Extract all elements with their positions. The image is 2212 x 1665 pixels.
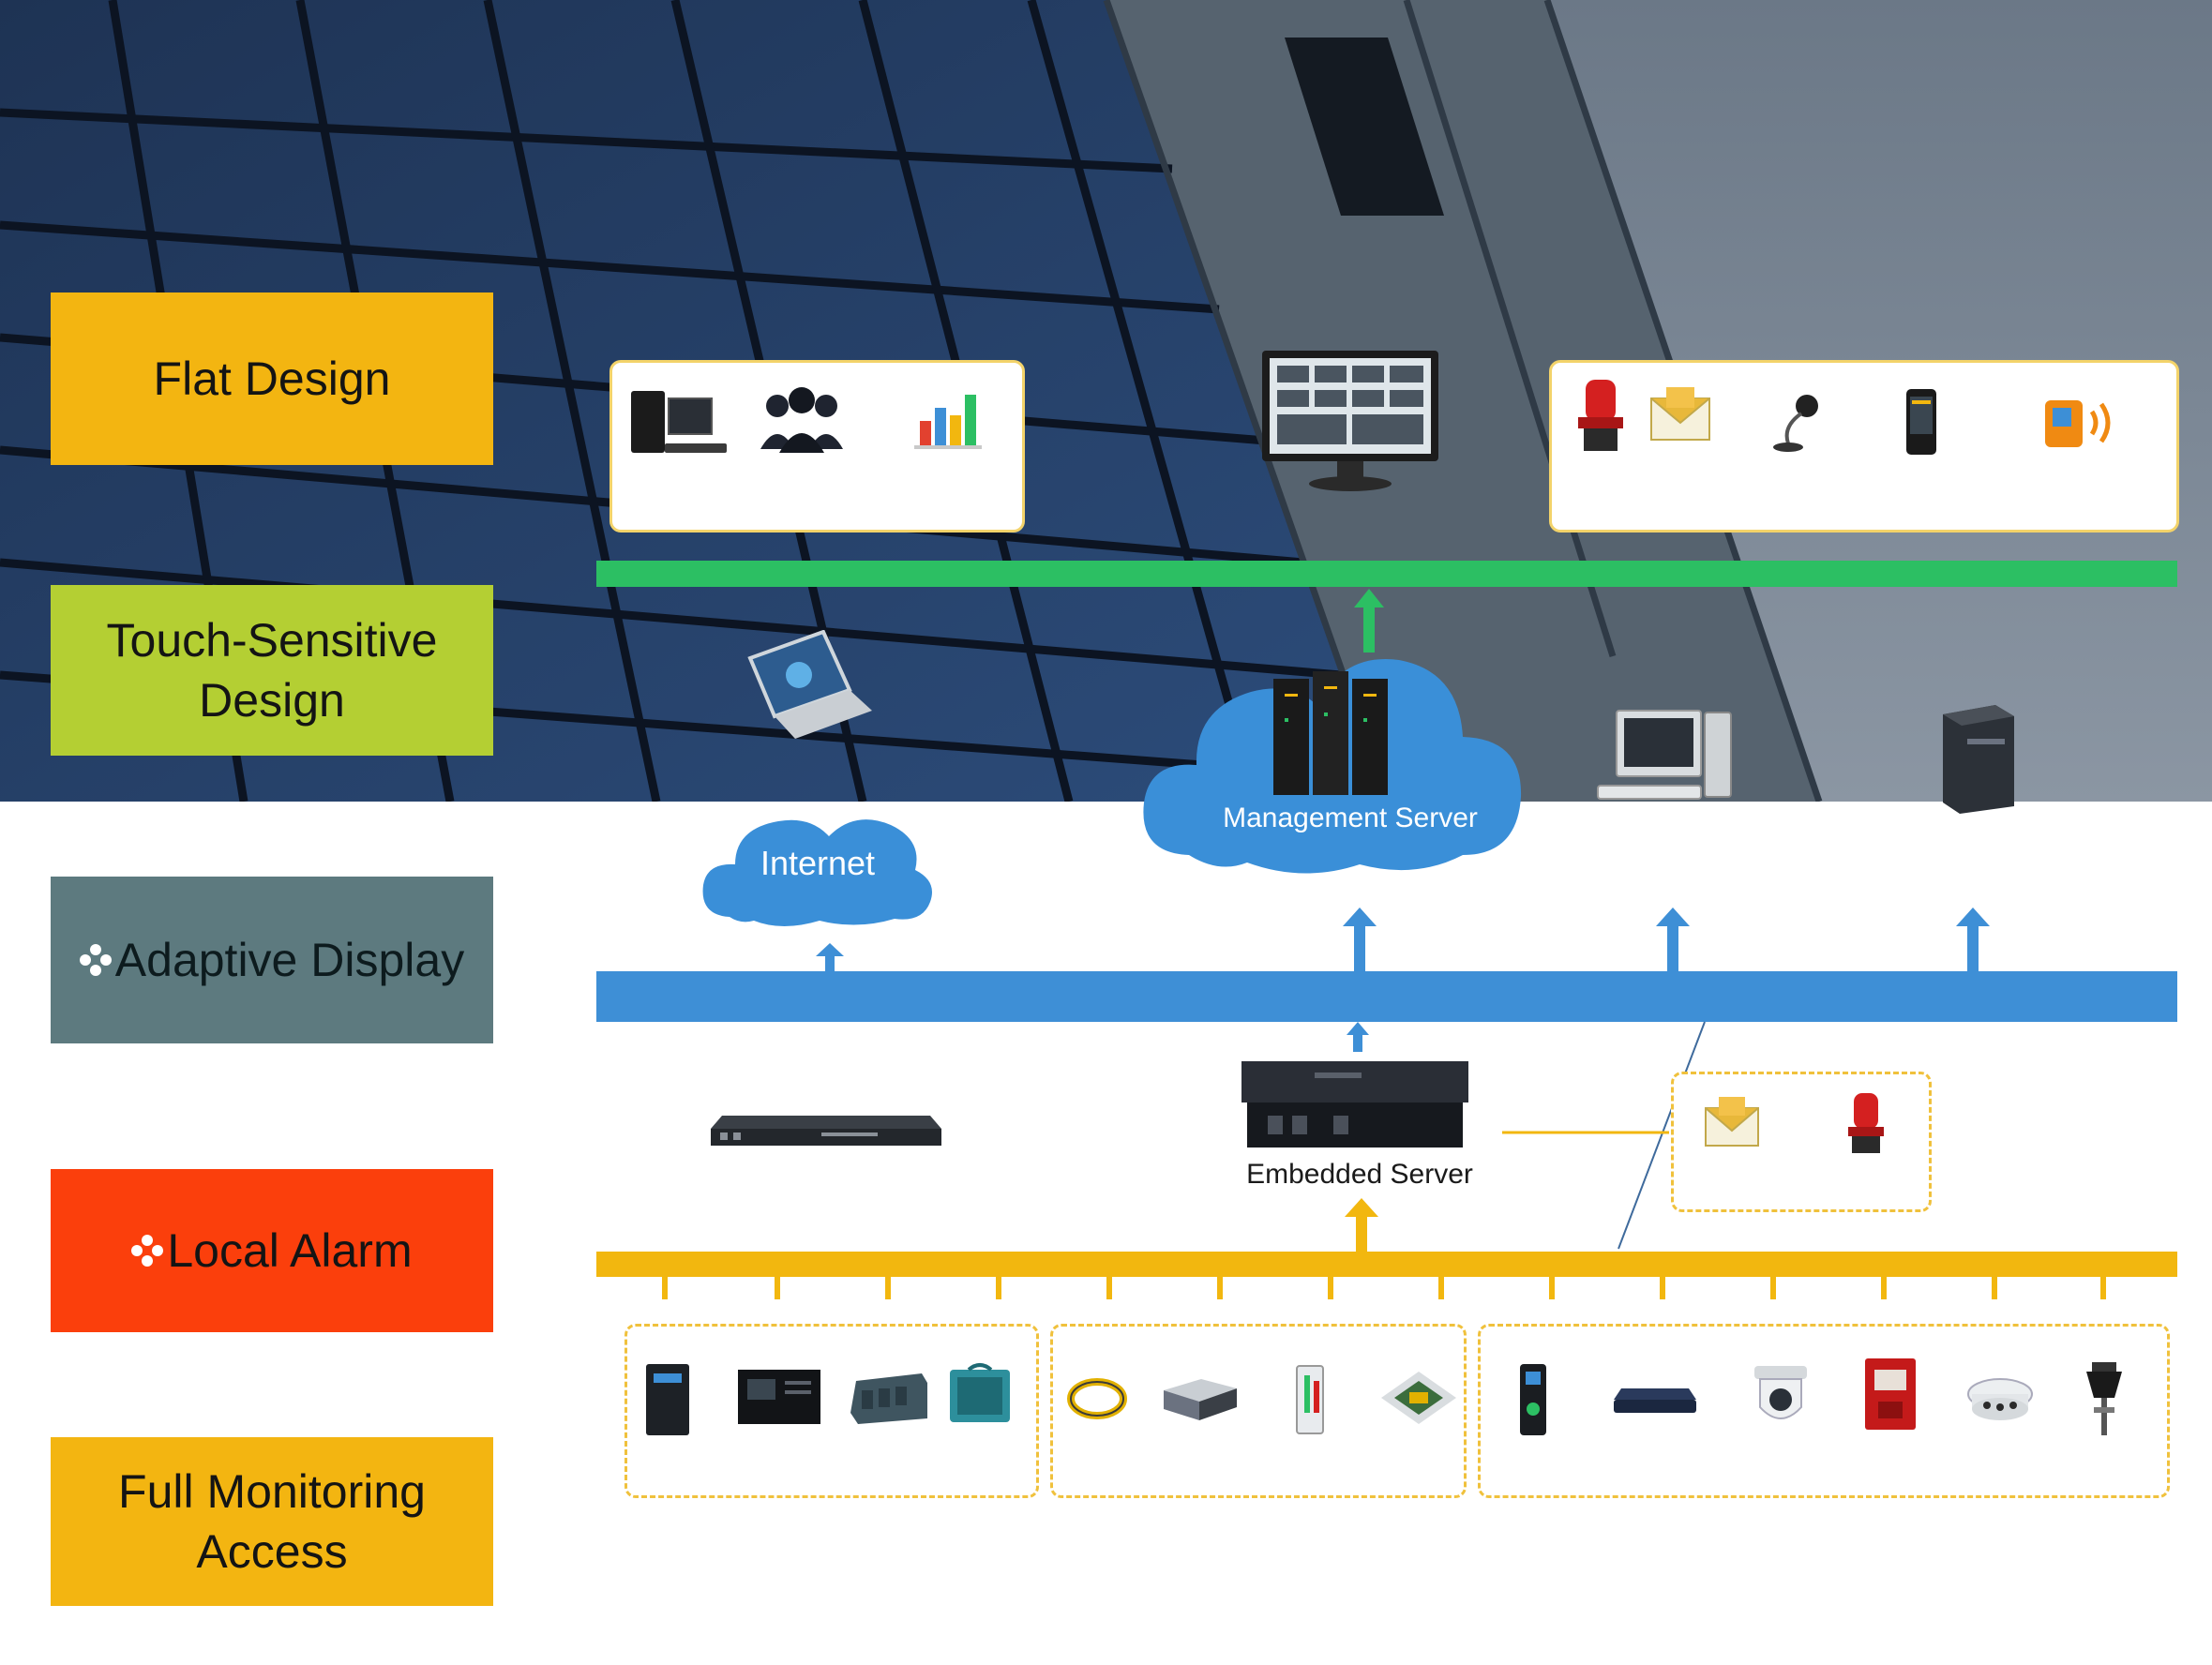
cable-icon [1067, 1378, 1127, 1419]
feature-label: Flat Design [153, 352, 391, 405]
circuit-board-icon [1381, 1372, 1456, 1424]
microphone-icon [1773, 395, 1818, 452]
phone-icon [1906, 389, 1936, 455]
embedded-server-icon [1241, 1061, 1468, 1148]
blue-network-bus [596, 971, 2177, 1022]
battery-icon [1164, 1379, 1237, 1420]
sparkle-icon [131, 1235, 164, 1267]
sensor-group-security [1478, 1324, 2170, 1498]
smoke-detector-icon [1967, 1378, 2033, 1420]
water-leak-sensor-icon [2086, 1362, 2122, 1435]
feature-full-monitoring-access: Full Monitoring Access [51, 1437, 493, 1606]
bus-drop-ticks [662, 1277, 2106, 1299]
camera-icon [1754, 1366, 1807, 1419]
sensor-group-power [624, 1324, 1039, 1498]
local-alarm-panel [1671, 1072, 1932, 1212]
arrow-up-icon [816, 943, 844, 973]
yellow-field-bus [596, 1252, 2177, 1277]
bar-chart-icon [914, 395, 982, 449]
workstation-icon [631, 391, 727, 453]
feature-label: Full Monitoring Access [118, 1465, 426, 1578]
notification-panel [1549, 360, 2179, 532]
feature-touch-sensitive-design: Touch-Sensitive Design [51, 585, 493, 756]
server-rack-icon [1273, 671, 1388, 795]
feature-local-alarm: Local Alarm [51, 1169, 493, 1332]
feature-adaptive-display: Adaptive Display [51, 877, 493, 1043]
arrow-up-icon [1343, 908, 1377, 973]
alarm-siren-icon [1578, 380, 1623, 451]
hub-icon [1614, 1388, 1696, 1413]
feature-label: Local Alarm [167, 1224, 413, 1277]
feature-label: Touch-Sensitive Design [106, 614, 438, 727]
green-network-bus [596, 561, 2177, 587]
embedded-server-label: Embedded Server [1246, 1159, 1473, 1190]
arrow-up-icon [1956, 908, 1990, 973]
arrow-up-icon [1354, 589, 1384, 652]
monitor-dashboard-icon [1262, 351, 1438, 491]
email-icon [1650, 387, 1710, 441]
internet-cloud [702, 819, 932, 926]
management-server-label: Management Server [1223, 802, 1478, 833]
controller-icon [738, 1370, 820, 1424]
tower-pc-icon [1943, 705, 2014, 814]
feature-label: Adaptive Display [114, 934, 465, 986]
management-server-cloud [1143, 659, 1522, 874]
client-apps-panel [609, 360, 1025, 532]
desktop-pc-icon [1597, 710, 1732, 800]
speaker-icon [2045, 400, 2111, 447]
sensor-group-environment [1050, 1324, 1467, 1498]
user-group-icon [760, 387, 843, 453]
email-icon [1705, 1097, 1759, 1147]
laptop-icon [747, 630, 872, 739]
arrow-up-icon [1656, 908, 1690, 973]
fire-alarm-icon [1865, 1358, 1916, 1430]
access-control-icon [1520, 1364, 1546, 1435]
arrow-up-icon [1345, 1198, 1378, 1254]
feature-flat-design: Flat Design [51, 292, 493, 465]
power-module-icon [850, 1373, 927, 1424]
sparkle-icon [79, 944, 112, 976]
ups-icon [646, 1364, 689, 1435]
internet-label: Internet [760, 844, 876, 882]
air-conditioner-icon [950, 1363, 1010, 1422]
thermometer-icon [1296, 1365, 1324, 1434]
alarm-siren-icon [1848, 1093, 1884, 1153]
network-switch-icon [711, 1116, 941, 1146]
